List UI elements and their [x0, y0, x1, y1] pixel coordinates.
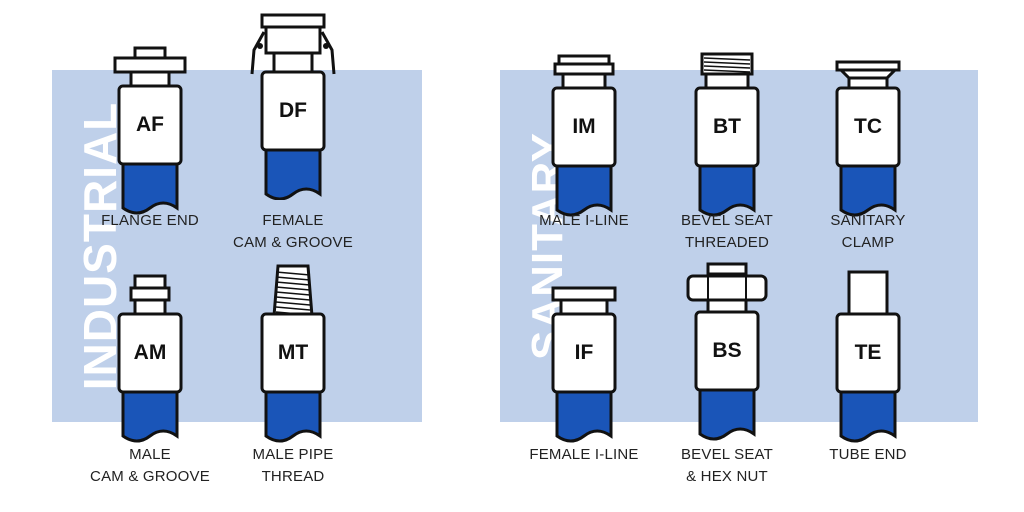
caption-line: MALE PIPE: [252, 446, 334, 463]
caption-line: & HEX NUT: [686, 468, 768, 485]
caption-line: FEMALE: [262, 212, 324, 229]
fitting-te: TE: [823, 270, 913, 460]
caption-line: TUBE END: [829, 446, 907, 463]
fitting-df: DF: [248, 10, 338, 200]
fitting-if-icon: [551, 286, 617, 443]
caption-line: MALE I-LINE: [539, 212, 629, 229]
fitting-code: AM: [133, 341, 167, 364]
fitting-code: IF: [574, 341, 594, 364]
fitting-caption-bs: BEVEL SEAT & HEX NUT: [642, 444, 812, 488]
fitting-code: TC: [854, 115, 882, 138]
caption-line: FLANGE END: [101, 212, 199, 229]
fitting-caption-mt: MALE PIPE THREAD: [208, 444, 378, 488]
caption-line: CLAMP: [841, 234, 895, 251]
fitting-code: DF: [279, 99, 307, 122]
fitting-bs-icon: [686, 262, 768, 441]
fitting-tc-icon: [835, 60, 901, 217]
fitting-am: AM: [105, 270, 195, 460]
fitting-caption-im: MALE I-LINE: [499, 210, 669, 232]
fitting-if: IF: [539, 282, 629, 472]
fitting-im-icon: [551, 54, 617, 217]
fitting-im: IM: [539, 50, 629, 240]
fitting-caption-te: TUBE END: [783, 444, 953, 466]
fitting-caption-am: MALE CAM & GROOVE: [65, 444, 235, 488]
caption-line: CAM & GROOVE: [233, 234, 353, 251]
fitting-te-icon: [835, 270, 901, 443]
fitting-tc: TC: [823, 56, 913, 246]
fitting-caption-if: FEMALE I-LINE: [499, 444, 669, 466]
fitting-mt: MT: [248, 262, 338, 452]
fitting-bt-icon: [694, 52, 760, 217]
caption-line: THREADED: [684, 234, 770, 251]
fitting-caption-tc: SANITARY CLAMP: [783, 210, 953, 254]
fitting-code: BS: [712, 339, 742, 362]
caption-line: CAM & GROOVE: [90, 468, 210, 485]
fitting-code: AF: [136, 113, 164, 136]
caption-line: FEMALE I-LINE: [529, 446, 639, 463]
fitting-af-icon: [113, 46, 187, 215]
fitting-am-icon: [117, 274, 183, 443]
caption-line: BEVEL SEAT: [680, 212, 774, 229]
fitting-bs: BS: [682, 262, 772, 452]
fitting-mt-icon: [260, 264, 326, 443]
fitting-df-icon: [250, 13, 336, 200]
fitting-caption-df: FEMALE CAM & GROOVE: [208, 210, 378, 254]
fitting-code: IM: [572, 115, 596, 138]
industrial-panel: [52, 70, 422, 422]
fitting-code: TE: [854, 341, 882, 364]
caption-line: BEVEL SEAT: [680, 446, 774, 463]
fitting-caption-bt: BEVEL SEAT THREADED: [642, 210, 812, 254]
caption-line: THREAD: [261, 468, 325, 485]
caption-line: MALE: [129, 446, 171, 463]
fitting-af: AF: [105, 40, 195, 230]
fitting-bt: BT: [682, 50, 772, 240]
caption-line: SANITARY: [830, 212, 906, 229]
fitting-code: BT: [713, 115, 741, 138]
fitting-code: MT: [277, 341, 309, 364]
fitting-caption-af: FLANGE END: [65, 210, 235, 232]
